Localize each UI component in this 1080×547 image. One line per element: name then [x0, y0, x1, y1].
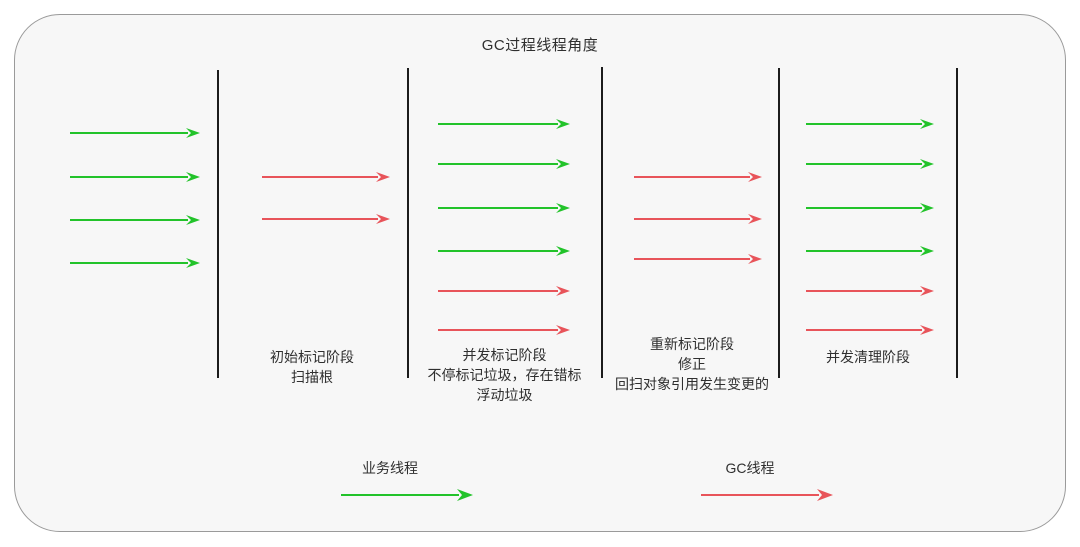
business-thread-arrow — [70, 257, 200, 269]
business-thread-arrow — [806, 118, 934, 130]
business-thread-arrow — [438, 245, 570, 257]
phase-divider-3 — [601, 67, 603, 378]
stage-label-1-line-2: 扫描根 — [291, 369, 333, 385]
business-thread-arrow — [438, 158, 570, 170]
gc-thread-arrow — [438, 285, 570, 297]
stage-label-2-line-2: 不停标记垃圾，存在错标 — [427, 367, 582, 383]
gc-thread-arrow — [806, 324, 934, 336]
gc-thread-arrow — [806, 285, 934, 297]
business-thread-arrow — [806, 202, 934, 214]
gc-thread-arrow — [438, 324, 570, 336]
gc-thread-arrow — [262, 213, 390, 225]
legend-label-business-thread: 业务线程 — [362, 460, 418, 476]
business-thread-arrow — [438, 202, 570, 214]
business-thread-arrow — [70, 214, 200, 226]
gc-thread-arrow — [262, 171, 390, 183]
stage-label-3-line-1: 重新标记阶段 — [650, 336, 734, 352]
gc-thread-arrow — [634, 253, 762, 265]
stage-label-4: 并发清理阶段 — [782, 347, 954, 367]
phase-divider-2 — [407, 68, 409, 378]
stage-label-4-line-1: 并发清理阶段 — [826, 349, 910, 365]
legend-arrow-business-thread — [290, 488, 490, 502]
stage-label-2-line-3: 浮动垃圾 — [476, 387, 533, 403]
legend-item-business-thread: 业务线程 — [290, 458, 490, 502]
business-thread-arrow — [70, 127, 200, 139]
phase-divider-1 — [217, 70, 219, 378]
stage-label-1: 初始标记阶段 扫描根 — [218, 347, 406, 387]
stage-label-2: 并发标记阶段 不停标记垃圾，存在错标 浮动垃圾 — [393, 345, 616, 405]
stage-label-3-line-3: 回扫对象引用发生变更的 — [615, 376, 769, 392]
business-thread-arrow — [70, 171, 200, 183]
business-thread-arrow — [806, 245, 934, 257]
diagram-title: GC过程线程角度 — [481, 37, 599, 54]
stage-label-1-line-1: 初始标记阶段 — [270, 349, 354, 365]
legend-label-gc-thread: GC线程 — [725, 460, 775, 476]
business-thread-arrow — [806, 158, 934, 170]
legend-item-gc-thread: GC线程 — [650, 458, 850, 502]
stage-label-2-line-1: 并发标记阶段 — [462, 347, 547, 363]
business-thread-arrow — [438, 118, 570, 130]
gc-thread-arrow — [634, 213, 762, 225]
phase-divider-5 — [956, 68, 958, 378]
gc-thread-arrow — [634, 171, 762, 183]
legend-arrow-gc-thread — [650, 488, 850, 502]
phase-divider-4 — [778, 68, 780, 378]
stage-label-3: 重新标记阶段 修正 回扫对象引用发生变更的 — [586, 334, 798, 394]
diagram-panel — [14, 14, 1066, 532]
stage-label-3-line-2: 修正 — [678, 356, 706, 372]
